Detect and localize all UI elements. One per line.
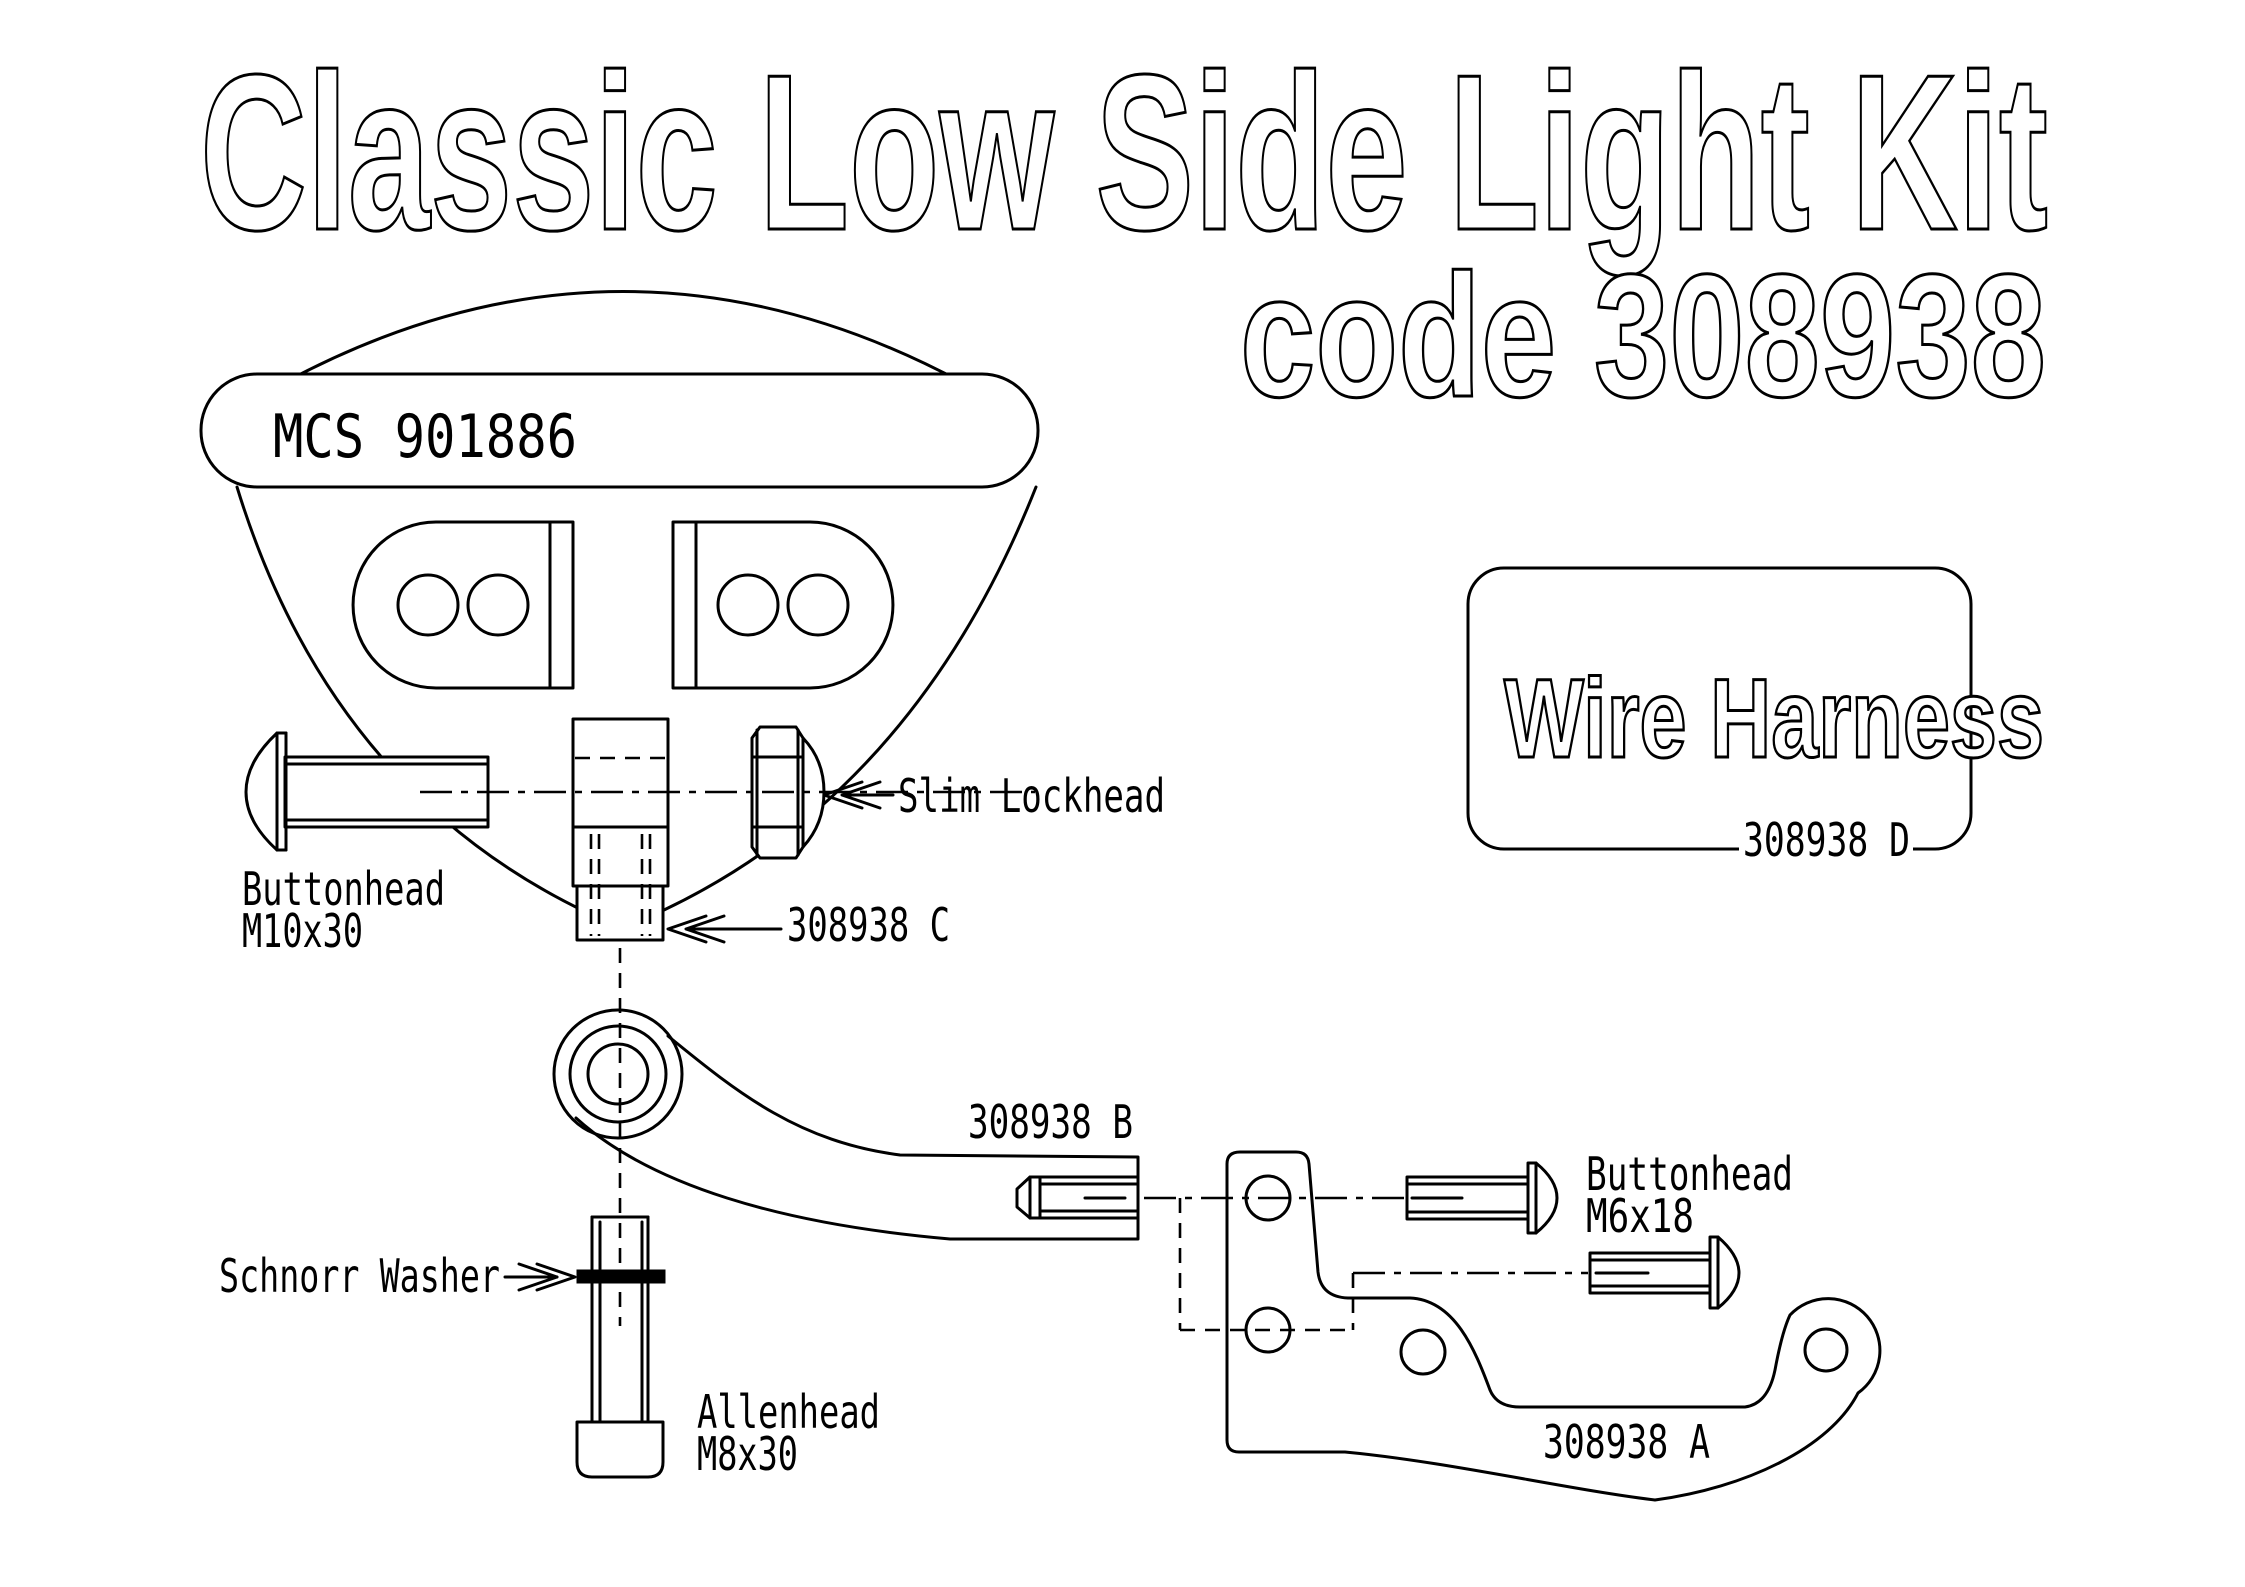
buttonhead-m6-size: M6x18: [1586, 1189, 1694, 1243]
allenhead-m8-bolt: [575, 1215, 666, 1479]
buttonhead-m10-label: Buttonhead: [242, 862, 445, 916]
buttonhead-m6-label: Buttonhead: [1586, 1147, 1793, 1201]
schnorr-washer-part: [576, 1269, 666, 1284]
label-mask: [1739, 820, 1913, 866]
left-mount-slot: [351, 520, 575, 690]
arm-stud: [1015, 1175, 1140, 1220]
schnorr-washer-label: Schnorr Washer: [219, 1249, 500, 1303]
callout-buttonhead-m10: Buttonhead M10x30: [242, 862, 445, 958]
callout-allenhead-m8: Allenhead M8x30: [697, 1385, 880, 1481]
bracket-centerlines: [1144, 1196, 1588, 1332]
callout-part-b: 308938 B: [968, 1095, 1133, 1149]
mount-block-308938-C: [571, 717, 670, 942]
kit-code: code 308938: [1240, 239, 2046, 434]
part-c-label: 308938 C: [787, 898, 950, 952]
buttonhead-m10-bolt: [244, 731, 490, 852]
callout-part-c: 308938 C: [666, 898, 950, 952]
callout-buttonhead-m6: Buttonhead M6x18: [1586, 1147, 1793, 1243]
wire-harness-title: Wire Harness: [1504, 656, 2044, 781]
kit-title: Classic Low Side Light Kit: [200, 29, 2048, 277]
shell-marking-text: MCS 901886: [273, 402, 577, 472]
part-b-label: 308938 B: [968, 1095, 1133, 1149]
callout-schnorr-washer: Schnorr Washer: [219, 1249, 577, 1303]
callout-part-a: 308938 A: [1543, 1415, 1710, 1469]
headlight-shell: MCS 901886: [199, 290, 1040, 915]
arm-308938-B: [552, 1008, 1140, 1241]
slim-lockhead-label: Slim Lockhead: [898, 769, 1165, 823]
buttonhead-m6-screw-lower: [1588, 1235, 1741, 1310]
buttonhead-m6-screw-upper: [1405, 1161, 1559, 1235]
allenhead-label: Allenhead: [697, 1385, 880, 1439]
shell-band: [199, 372, 1040, 489]
callout-slim-lockhead: Slim Lockhead: [822, 769, 1165, 823]
wire-harness-code: 308938 D: [1743, 813, 1910, 867]
wire-harness-box: Wire Harness 308938 D: [1466, 566, 2046, 867]
allenhead-size: M8x30: [697, 1427, 798, 1481]
right-mount-slot: [671, 520, 895, 690]
part-a-label: 308938 A: [1543, 1415, 1710, 1469]
buttonhead-m10-size: M10x30: [242, 904, 363, 958]
